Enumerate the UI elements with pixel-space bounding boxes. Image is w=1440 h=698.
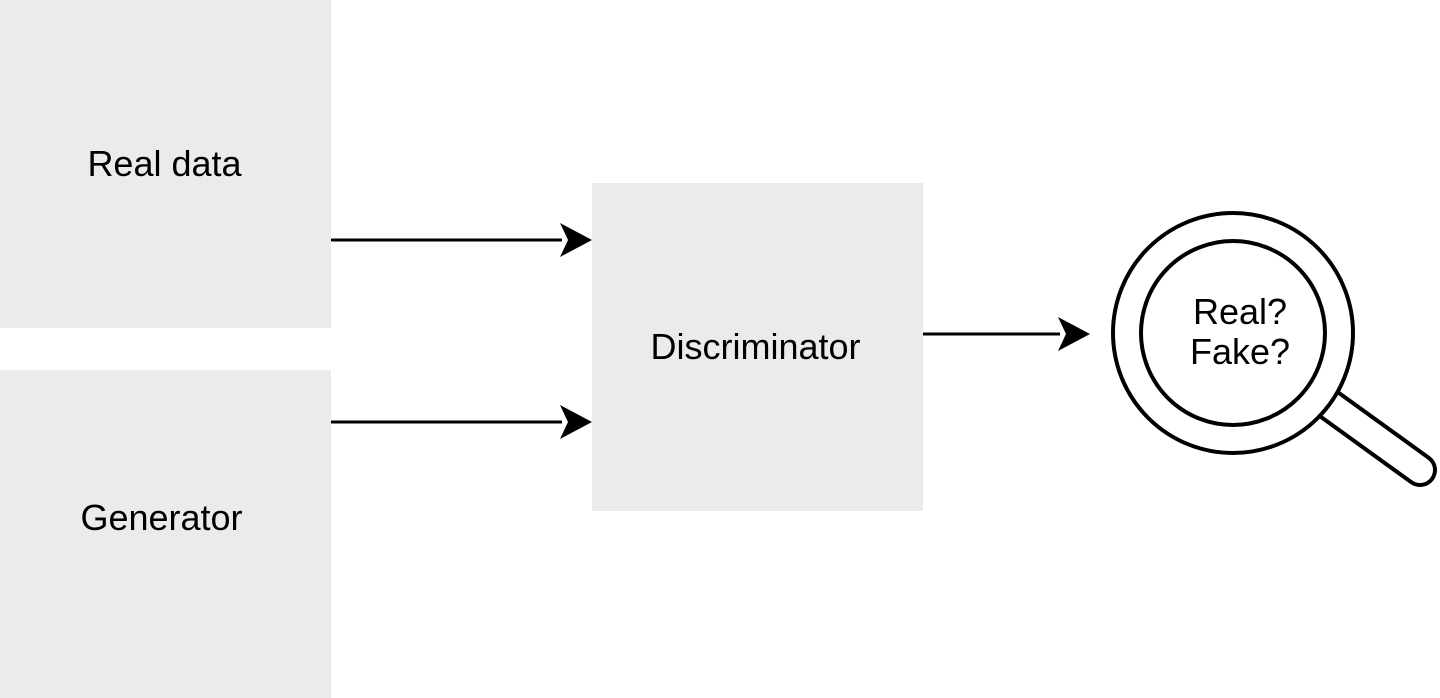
discriminator-node: Discriminator bbox=[592, 183, 923, 511]
magnifying-glass-icon bbox=[1111, 211, 1437, 487]
arrow-generator-to-discriminator bbox=[331, 405, 592, 439]
generator-node: Generator bbox=[0, 370, 331, 698]
discriminator-label: Discriminator bbox=[650, 326, 861, 367]
real-data-label: Real data bbox=[87, 143, 242, 184]
real-data-node: Real data bbox=[0, 0, 331, 328]
generator-label: Generator bbox=[80, 497, 243, 538]
fake-question-label: Fake? bbox=[1189, 331, 1291, 372]
arrow-discriminator-to-output bbox=[923, 317, 1090, 351]
output-label: Real? Fake? bbox=[1140, 292, 1340, 372]
real-question-label: Real? bbox=[1192, 291, 1288, 332]
arrow-real-to-discriminator bbox=[331, 223, 592, 257]
